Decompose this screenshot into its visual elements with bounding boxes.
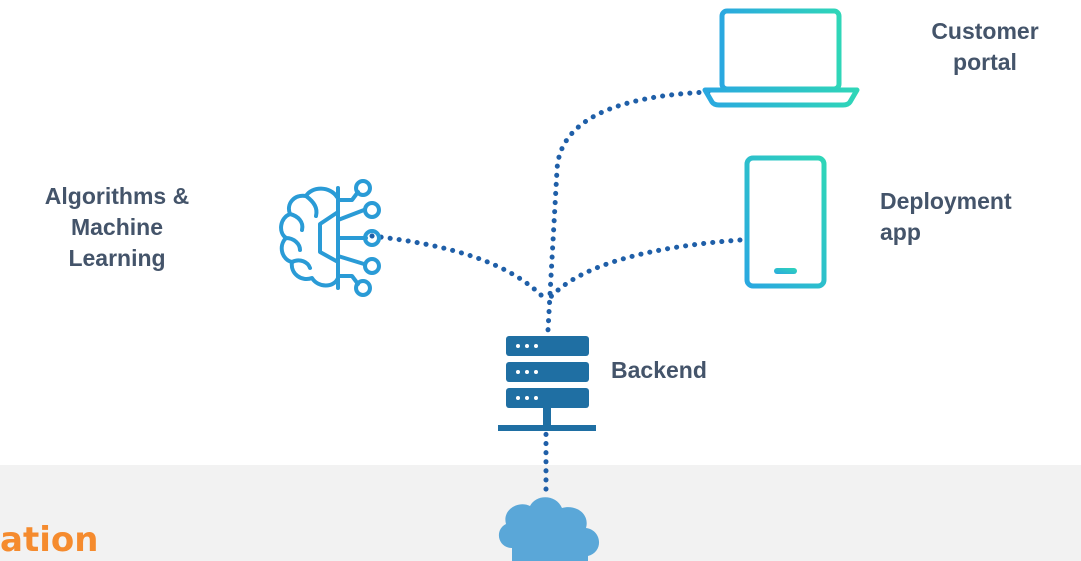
label-algorithms-line-3: Learning	[68, 245, 166, 271]
connectors	[369, 89, 743, 498]
label-deployment-app-line-2: app	[880, 219, 921, 245]
label-customer-portal-line-2: portal	[953, 49, 1017, 75]
connector-deployment-app	[545, 237, 743, 303]
label-customer-portal-line-1: Customer	[931, 18, 1039, 44]
label-deployment-app-line-1: Deployment	[880, 188, 1012, 214]
connector-algorithms	[369, 233, 549, 303]
label-deployment-app: Deployment app	[880, 186, 1070, 248]
bottom-band-title: ation	[0, 520, 99, 560]
server-stack-icon	[498, 336, 596, 431]
label-algorithms: Algorithms & Machine Learning	[12, 181, 222, 274]
label-algorithms-line-1: Algorithms &	[44, 183, 190, 209]
cloud-icon	[498, 497, 600, 561]
label-customer-portal: Customer portal	[915, 16, 1055, 78]
smartphone-icon	[744, 155, 827, 289]
label-backend: Backend	[611, 357, 707, 383]
connector-customer-portal	[545, 89, 711, 333]
laptop-icon	[702, 8, 860, 108]
brain-circuit-icon	[279, 179, 381, 297]
label-algorithms-line-2: Machine	[70, 214, 164, 240]
